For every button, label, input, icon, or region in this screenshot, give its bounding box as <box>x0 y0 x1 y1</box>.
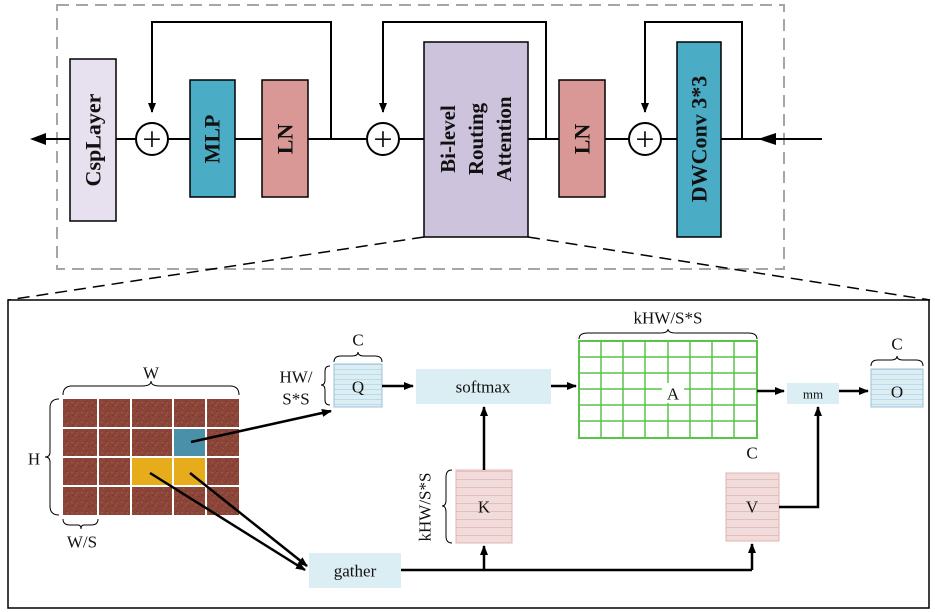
softmax-label: softmax <box>456 378 511 397</box>
k-label: K <box>478 498 491 517</box>
o-block <box>870 368 924 408</box>
gather-label: gather <box>334 562 377 581</box>
width-label: W <box>143 364 160 383</box>
ln-label-2: LN <box>570 124 595 155</box>
height-label: H <box>28 450 40 469</box>
v-dim-top: C <box>746 444 757 463</box>
mlp-label: MLP <box>200 115 225 164</box>
residual-loop-3 <box>641 21 743 139</box>
add-node-3-symbol: + <box>635 122 654 159</box>
q-dim-left-2: S*S <box>282 390 309 409</box>
mm-block <box>787 383 839 404</box>
tile-selected-blue <box>173 428 206 457</box>
a-label: A <box>667 385 680 404</box>
k-block <box>455 469 513 544</box>
grid-lines <box>63 399 239 515</box>
zoom-line-left <box>7 236 425 301</box>
input-arrowhead <box>758 133 776 145</box>
k-dim-left: kHW/S*S <box>416 473 435 542</box>
tile-selected-yellow-1 <box>131 457 173 486</box>
top-dashed-frame <box>56 4 785 270</box>
attention-label-line-1: Bi-level <box>436 105 460 173</box>
a-top-brace <box>578 328 758 340</box>
mm-label: mm <box>803 387 823 402</box>
ln-block-2 <box>558 79 606 198</box>
q-top-brace <box>333 351 383 363</box>
add-node-2 <box>366 122 400 156</box>
window-label: W/S <box>67 533 97 552</box>
arrow-v-to-mm <box>779 406 822 509</box>
v-label: V <box>746 498 759 517</box>
csp-layer-label: CspLayer <box>81 93 106 186</box>
arrow-grid-to-q <box>190 409 332 444</box>
width-brace <box>62 380 240 396</box>
height-brace <box>44 398 60 516</box>
ln-block-1 <box>261 79 309 198</box>
q-dim-top: C <box>352 331 363 350</box>
add-node-3 <box>628 122 662 156</box>
mlp-block <box>189 79 236 198</box>
a-dim-top: kHW/S*S <box>634 309 703 328</box>
output-arrowhead <box>30 133 46 145</box>
k-left-brace <box>441 469 453 544</box>
a-label-bg <box>662 383 684 403</box>
o-label: O <box>891 383 903 402</box>
dwconv-block <box>676 41 722 238</box>
add-node-2-symbol: + <box>373 122 392 159</box>
q-dim-left-1: HW/ <box>279 368 312 387</box>
arrow-grid-to-gather-1 <box>149 471 306 572</box>
add-node-1 <box>135 122 169 156</box>
dwconv-label: DWConv 3*3 <box>687 76 712 203</box>
gather-block <box>309 553 401 588</box>
residual-loop-1 <box>148 21 332 139</box>
attention-label-line-3: Attention <box>492 96 516 181</box>
o-top-brace <box>870 355 924 367</box>
attention-label-group: Bi-level Routing Attention <box>436 96 516 181</box>
v-block <box>725 472 780 542</box>
arrow-grid-to-gather-2 <box>189 472 308 567</box>
attention-block <box>423 41 529 238</box>
add-node-1-symbol: + <box>142 122 161 159</box>
ln-label-1: LN <box>273 124 298 155</box>
q-label: Q <box>352 378 364 397</box>
residual-loop-2 <box>379 21 547 139</box>
window-brace <box>62 518 99 530</box>
attention-label-line-2: Routing <box>464 102 488 175</box>
q-left-brace <box>320 365 331 406</box>
o-dim-top: C <box>891 335 902 354</box>
softmax-block <box>416 369 551 404</box>
csp-layer-block <box>69 58 117 222</box>
zoom-line-right <box>527 236 931 301</box>
